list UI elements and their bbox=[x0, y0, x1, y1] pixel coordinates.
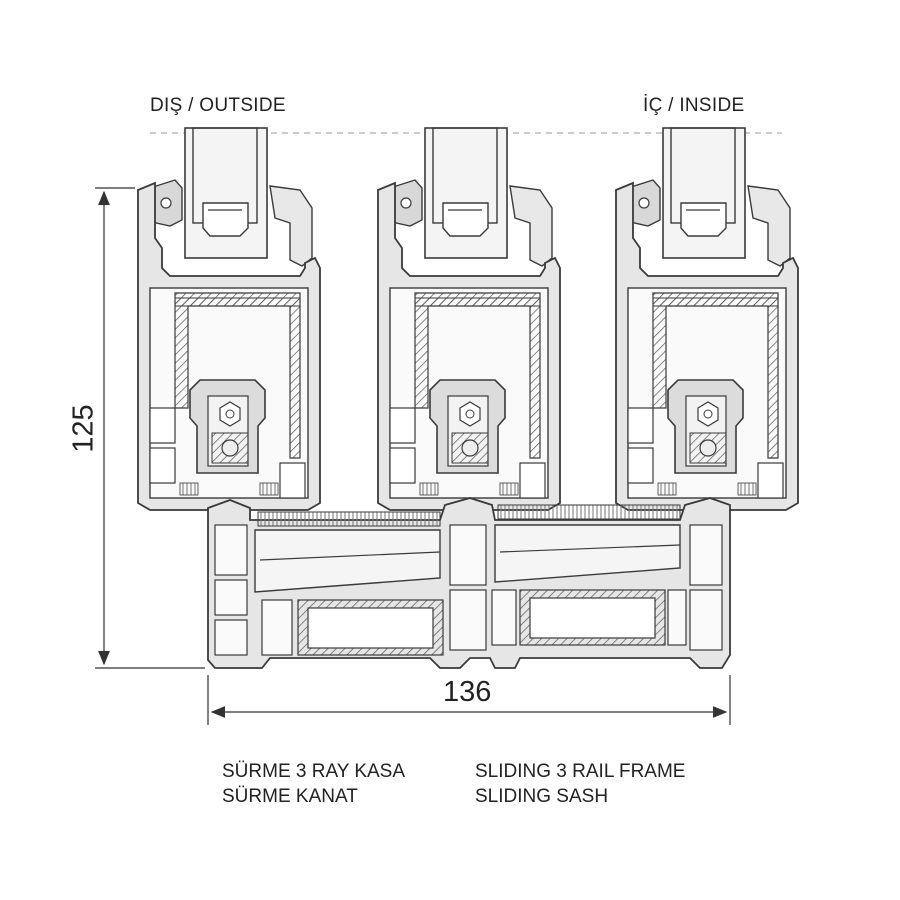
caption-en-line2: SLIDING SASH bbox=[475, 786, 609, 807]
caption-tr-line1: SÜRME 3 RAY KASA bbox=[222, 761, 406, 782]
sash-outside bbox=[137, 127, 321, 511]
caption-en-line1: SLIDING 3 RAIL FRAME bbox=[475, 761, 686, 782]
caption-turkish: SÜRME 3 RAY KASA SÜRME KANAT bbox=[222, 759, 405, 809]
height-dimension-value: 125 bbox=[67, 404, 100, 453]
rail-frame bbox=[207, 497, 731, 669]
width-dimension bbox=[207, 675, 731, 725]
sash-middle bbox=[377, 127, 561, 511]
sash-inside bbox=[615, 127, 799, 511]
inside-label: İÇ / INSIDE bbox=[643, 95, 745, 116]
width-dimension-value: 136 bbox=[443, 676, 492, 708]
height-dimension bbox=[95, 187, 205, 669]
caption-tr-line2: SÜRME KANAT bbox=[222, 786, 358, 807]
outside-label: DIŞ / OUTSIDE bbox=[150, 95, 286, 116]
caption-english: SLIDING 3 RAIL FRAME SLIDING SASH bbox=[475, 759, 685, 809]
